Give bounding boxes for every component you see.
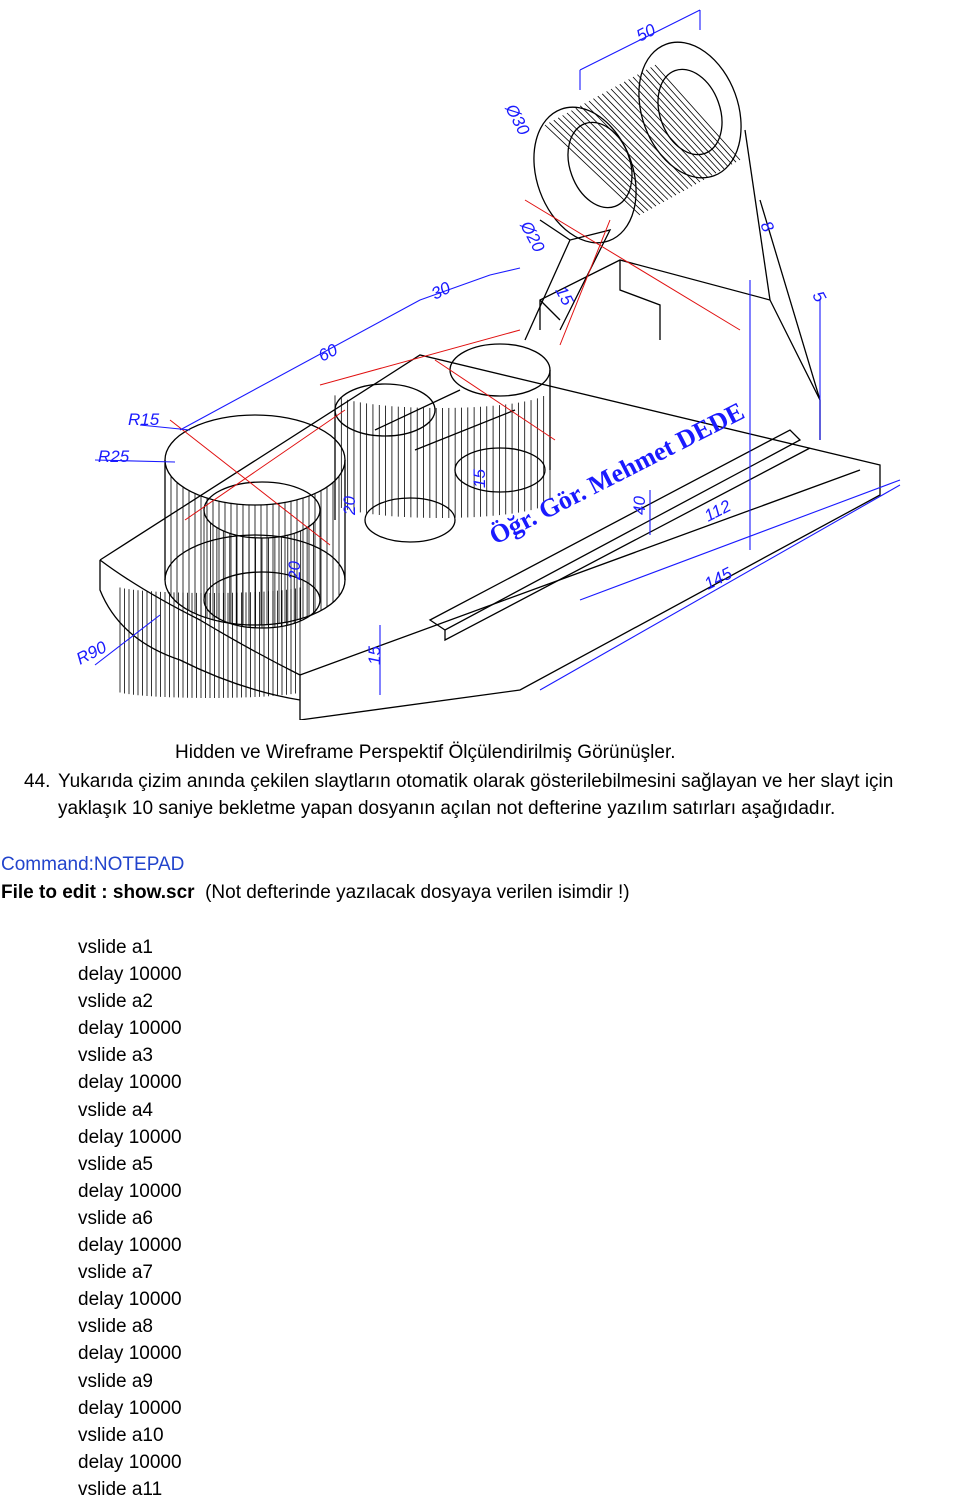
script-line: delay 10000 [78,1018,182,1040]
dimension-label: 40 [630,496,649,515]
figure-caption: Hidden ve Wireframe Perspektif Ölçülendi… [175,742,676,763]
dimension-label: 5 [808,288,829,306]
dimension-label: 15 [365,646,384,665]
script-line: delay 10000 [78,964,182,986]
script-line: vslide a11 [78,1478,163,1500]
question-paragraph: 44. Yukarıda çizim anında çekilen slaytl… [24,768,958,822]
file-note: (Not defterinde yazılacak dosyaya verile… [205,882,630,903]
dimension-label: 60 [315,340,341,366]
dimension-label: 20 [285,561,304,581]
script-line: vslide a4 [78,1099,153,1121]
dimension-label: R25 [98,447,130,466]
file-to-edit-line: File to edit : show.scr (Not defterinde … [1,880,630,906]
dimension-label: R15 [128,410,160,429]
question-number: 44. [24,771,51,792]
script-line: vslide a9 [78,1370,153,1392]
question-text: Yukarıda çizim anında çekilen slaytların… [58,771,894,819]
script-line: vslide a1 [78,937,153,958]
script-line: delay 10000 [78,1180,182,1202]
file-to-edit-label: File to edit : show.scr [1,882,195,903]
script-line: delay 10000 [78,1343,182,1365]
script-line: vslide a7 [78,1262,153,1284]
dimension-label: 112 [701,496,734,525]
script-line: vslide a10 [78,1424,164,1446]
script-line: delay 10000 [78,1235,182,1257]
dimension-label: R90 [73,637,110,668]
dimension-label: Ø30 [501,100,534,139]
dimension-label: 20 [340,496,359,516]
command-line: Command:NOTEPAD [1,854,185,875]
dimension-label: 15 [470,469,489,488]
script-line: vslide a6 [78,1207,153,1229]
script-line: vslide a3 [78,1045,153,1067]
dimension-label: 30 [428,278,454,304]
script-line: delay 10000 [78,1126,182,1148]
script-line: delay 10000 [78,1072,182,1094]
dimension-label: 15 [551,283,577,309]
script-line: vslide a2 [78,991,153,1013]
script-line: delay 10000 [78,1397,182,1419]
script-line: delay 10000 [78,1451,182,1473]
script-line: delay 10000 [78,1289,182,1311]
script-line: vslide a5 [78,1153,153,1175]
script-line: vslide a8 [78,1316,153,1338]
script-listing: vslide a1 delay 10000 vslide a2 delay 10000… [78,934,182,1503]
